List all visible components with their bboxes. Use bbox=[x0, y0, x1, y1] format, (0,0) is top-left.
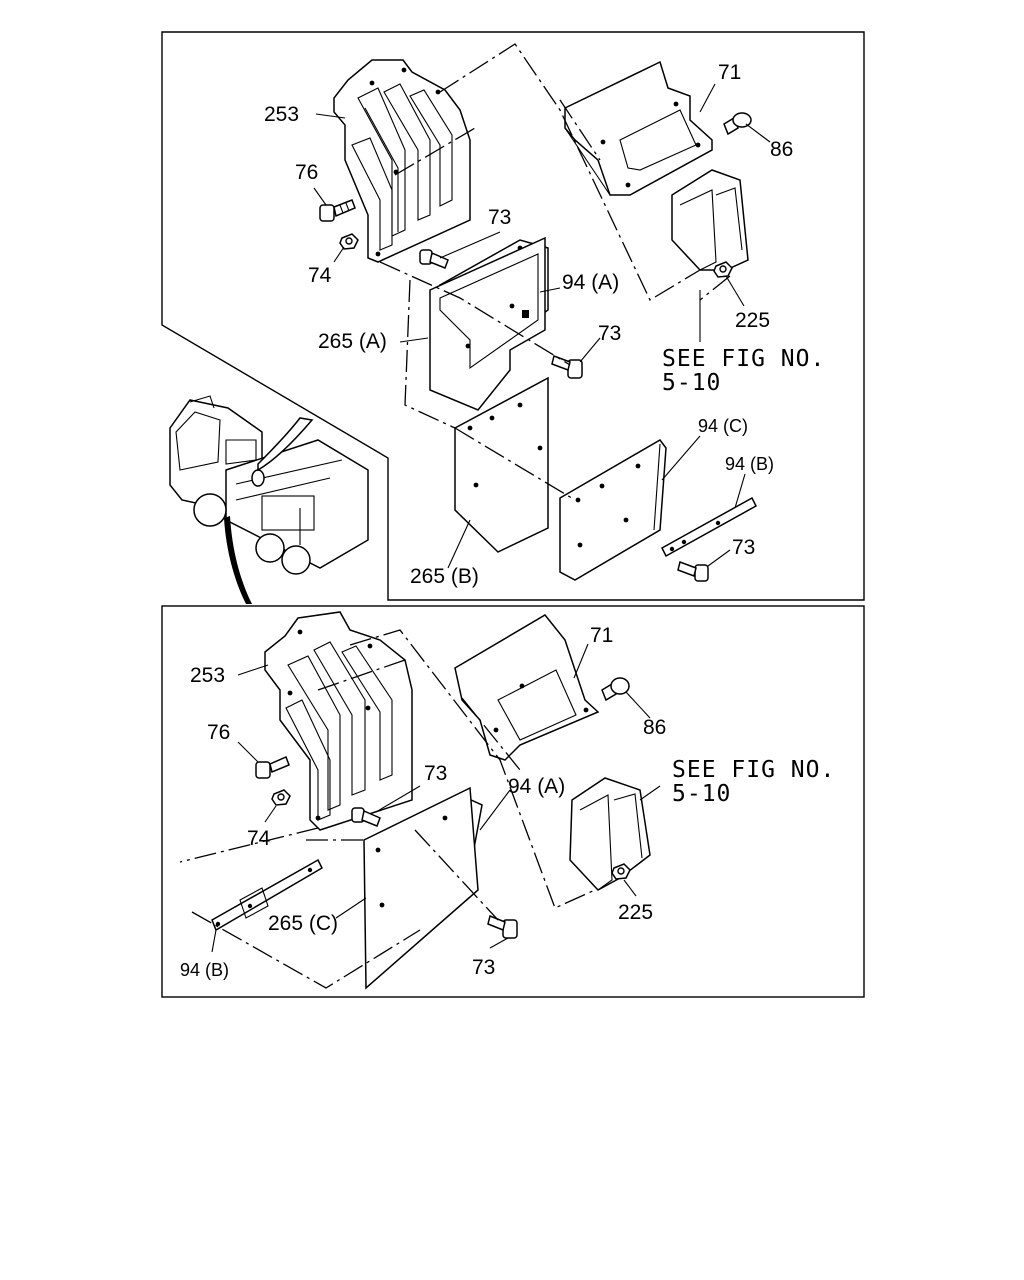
label-73b-lower: 73 bbox=[472, 956, 495, 979]
label-73a-lower: 73 bbox=[424, 762, 447, 785]
heat-shield-253-lower bbox=[264, 611, 413, 831]
upper-panel-frame bbox=[161, 31, 865, 601]
label-74-upper: 74 bbox=[308, 264, 332, 287]
bolt-76-lower bbox=[255, 755, 290, 779]
see-ref-line1-lower: SEE FIG NO. bbox=[672, 757, 835, 783]
label-253-upper: 253 bbox=[264, 103, 299, 126]
label-76-lower: 76 bbox=[207, 721, 230, 744]
callout-arrow bbox=[224, 516, 252, 604]
panel-71-lower bbox=[454, 614, 600, 761]
mudflap-94c bbox=[559, 439, 667, 581]
see-ref-line2-lower: 5-10 bbox=[672, 781, 731, 807]
clip-86-lower bbox=[601, 677, 630, 702]
label-94a-upper: 94 (A) bbox=[562, 271, 619, 294]
label-86-upper: 86 bbox=[770, 138, 793, 161]
nut-225 bbox=[713, 261, 733, 278]
see-ref-line2-upper: 5-10 bbox=[662, 370, 721, 396]
label-94c-upper: 94 (C) bbox=[698, 416, 748, 436]
bolt-73-lower bbox=[677, 561, 709, 582]
clip-86 bbox=[723, 112, 752, 136]
lower-panel-frame bbox=[161, 605, 865, 998]
truck-inset bbox=[169, 395, 369, 604]
step-cover bbox=[671, 169, 749, 271]
label-73c-upper: 73 bbox=[732, 536, 755, 559]
label-76-upper: 76 bbox=[295, 161, 318, 184]
label-265a-upper: 265 (A) bbox=[318, 330, 387, 353]
label-94b-upper: 94 (B) bbox=[725, 454, 774, 474]
label-86-lower: 86 bbox=[643, 716, 666, 739]
label-74-lower: 74 bbox=[247, 827, 271, 850]
nut-225-lower bbox=[611, 863, 631, 880]
nut-74 bbox=[339, 233, 359, 250]
label-94b-lower: 94 (B) bbox=[180, 960, 229, 980]
see-ref-line1-upper: SEE FIG NO. bbox=[662, 346, 825, 372]
lower-panel: 253 76 73 71 86 94 (A) SEE FIG NO. 5-10 … bbox=[161, 605, 865, 998]
bolt-76 bbox=[319, 199, 356, 222]
bolt-73-middle bbox=[551, 355, 583, 379]
label-265b-upper: 265 (B) bbox=[410, 565, 479, 588]
strip-94b-lower bbox=[211, 858, 323, 932]
label-253-lower: 253 bbox=[190, 664, 225, 687]
heat-shield-253 bbox=[333, 59, 471, 263]
strip-94b bbox=[661, 496, 757, 558]
step-cover-lower bbox=[569, 777, 651, 891]
mudflap-265b bbox=[454, 376, 549, 553]
bolt-73-upper-lower bbox=[351, 807, 381, 827]
mudflap-265c bbox=[363, 786, 479, 990]
label-225-lower: 225 bbox=[618, 901, 653, 924]
panel-71 bbox=[564, 60, 713, 196]
nut-74-lower bbox=[271, 789, 291, 806]
label-225-upper: 225 bbox=[735, 309, 770, 332]
label-71-lower: 71 bbox=[590, 624, 613, 647]
label-73b-upper: 73 bbox=[598, 322, 621, 345]
mudflap-265a bbox=[429, 236, 546, 411]
label-265c-lower: 265 (C) bbox=[268, 912, 338, 935]
label-94a-lower: 94 (A) bbox=[508, 775, 565, 798]
label-71-upper: 71 bbox=[718, 61, 741, 84]
upper-panel: 253 76 74 73 71 86 94 (A) 73 225 265 (A)… bbox=[161, 31, 865, 604]
bolt-73-lower-lower bbox=[487, 914, 518, 939]
label-73a-upper: 73 bbox=[488, 206, 511, 229]
bolt-73-upper bbox=[419, 249, 449, 269]
